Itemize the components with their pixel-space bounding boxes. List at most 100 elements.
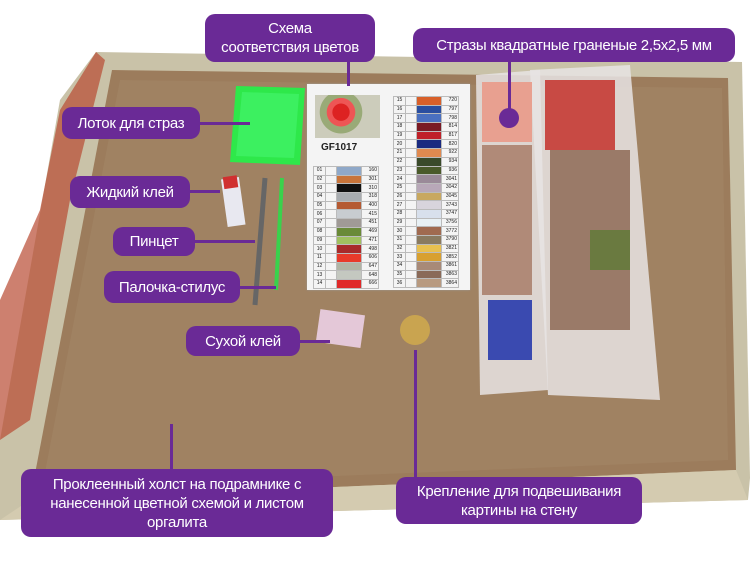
row-number: 06: [313, 209, 326, 220]
color-code: 936: [441, 165, 459, 176]
color-code: 798: [441, 113, 459, 124]
color-code: 606: [361, 252, 379, 263]
color-code: 3790: [441, 235, 459, 245]
label-line: Схема: [268, 20, 312, 37]
row-number: 18: [393, 122, 406, 132]
row-number: 32: [393, 243, 406, 254]
leader-line: [200, 122, 250, 125]
row-number: 35: [393, 269, 406, 280]
color-code: 820: [441, 139, 459, 150]
row-number: 20: [393, 139, 406, 150]
row-number: 08: [313, 226, 326, 237]
color-code: 471: [361, 235, 379, 246]
symbol-icon: [405, 156, 417, 167]
leader-line: [508, 62, 511, 114]
label-liquid-glue: Жидкий клей: [70, 176, 190, 208]
symbol-icon: [325, 244, 337, 254]
color-swatch: [416, 122, 442, 132]
color-swatch: [336, 174, 362, 185]
color-swatch: [416, 96, 442, 106]
symbol-icon: [405, 200, 417, 210]
stylus-shape: [274, 177, 284, 291]
color-code: 814: [441, 122, 459, 132]
row-number: 13: [313, 270, 326, 280]
leader-line: [414, 350, 417, 478]
color-code: 301: [361, 174, 379, 185]
color-code: 797: [441, 104, 459, 115]
color-swatch: [416, 130, 442, 141]
color-swatch: [416, 156, 442, 167]
label-color-chart: Схема соответствия цветов: [205, 14, 375, 62]
leader-line: [195, 240, 255, 243]
chart-preview-image: [315, 95, 380, 138]
symbol-icon: [405, 226, 417, 236]
glue-tube: [221, 176, 246, 227]
beads-blue: [488, 300, 532, 360]
color-code: 720: [441, 96, 459, 106]
row-number: 01: [313, 166, 326, 176]
symbol-icon: [325, 226, 337, 237]
color-swatch: [416, 165, 442, 176]
symbol-icon: [325, 192, 337, 202]
row-number: 26: [393, 191, 406, 202]
row-number: 07: [313, 218, 326, 228]
color-table-row: 08 469: [313, 226, 379, 237]
row-number: 12: [313, 261, 326, 272]
color-swatch: [336, 244, 362, 254]
symbol-icon: [405, 139, 417, 150]
color-code: 3864: [441, 278, 459, 289]
color-code: 415: [361, 209, 379, 220]
glue-cap: [222, 175, 239, 190]
symbol-icon: [325, 166, 337, 176]
symbol-icon: [405, 278, 417, 289]
symbol-icon: [405, 96, 417, 106]
color-code: 3821: [441, 243, 459, 254]
leader-line: [300, 340, 330, 343]
row-number: 33: [393, 252, 406, 263]
color-code: 498: [361, 244, 379, 254]
color-code: 160: [361, 166, 379, 176]
symbol-icon: [405, 148, 417, 158]
color-swatch: [416, 278, 442, 289]
color-swatch: [416, 104, 442, 115]
color-code: 3041: [441, 174, 459, 184]
label-line: оргалита: [147, 513, 207, 531]
label-line: нанесенной цветной схемой и листом: [50, 494, 304, 512]
symbol-icon: [405, 235, 417, 245]
symbol-icon: [405, 130, 417, 141]
row-number: 16: [393, 104, 406, 115]
color-swatch: [336, 226, 362, 237]
symbol-icon: [405, 252, 417, 263]
row-number: 23: [393, 165, 406, 176]
row-number: 09: [313, 235, 326, 246]
color-swatch: [336, 166, 362, 176]
row-number: 24: [393, 174, 406, 184]
color-table-row: 32 3821: [393, 243, 459, 254]
beads-green: [590, 230, 630, 270]
color-code: 469: [361, 226, 379, 237]
color-code: 3772: [441, 226, 459, 236]
color-code: 666: [361, 278, 379, 289]
leader-line: [170, 424, 173, 470]
color-code: 3045: [441, 191, 459, 202]
leader-line: [347, 62, 350, 86]
color-swatch: [416, 182, 442, 193]
chart-code: GF1017: [321, 142, 358, 153]
beads-multi: [482, 145, 532, 295]
color-table-row: 06 415: [313, 209, 379, 220]
symbol-icon: [325, 218, 337, 228]
color-swatch: [336, 183, 362, 194]
color-table-row: 20 820: [393, 139, 459, 150]
label-hanger: Крепление для подвешивания картины на ст…: [396, 477, 642, 524]
